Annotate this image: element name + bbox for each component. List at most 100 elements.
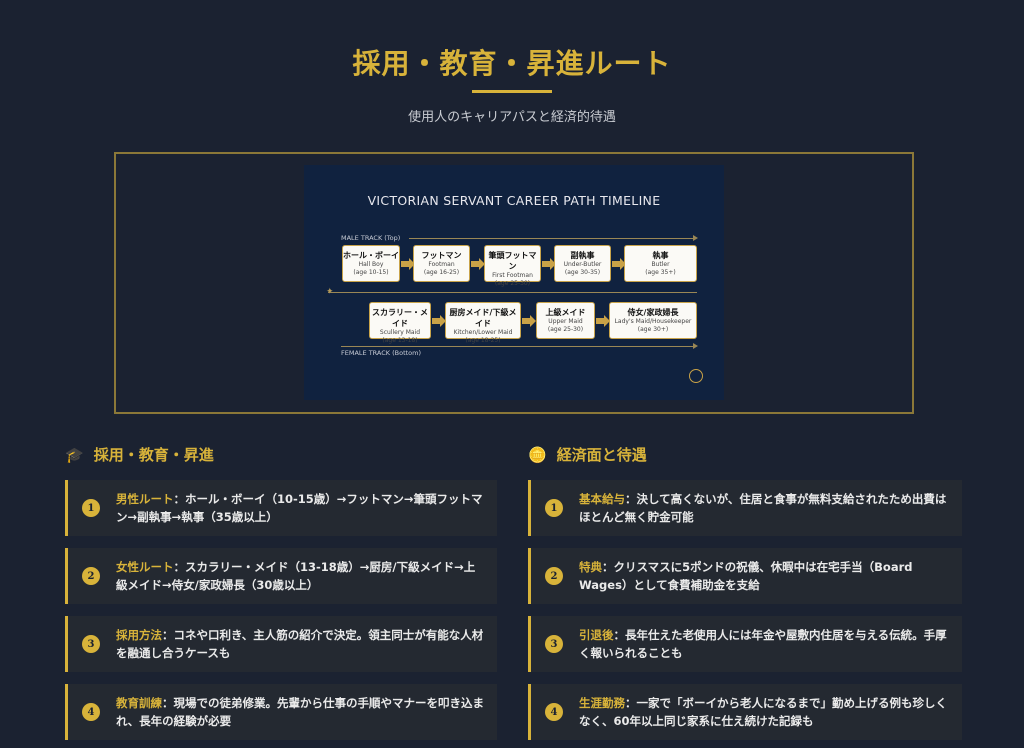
step-age: (age 25-30)	[494, 280, 531, 287]
card-text: 引退後：長年仕えた老使用人には年金や屋敷内住居を与える伝統。手厚く報いられること…	[579, 626, 962, 662]
card-key: 男性ルート	[116, 492, 174, 506]
number-badge: 3	[545, 635, 563, 653]
number-badge: 4	[82, 703, 100, 721]
step-jp: 上級メイド	[545, 308, 586, 317]
card-key: 採用方法	[116, 628, 162, 642]
info-card: 4 生涯勤務：一家で「ボーイから老人になるまで」勤め上げる例も珍しくなく、60年以…	[528, 684, 962, 740]
step-age: (age 25-30)	[547, 326, 584, 333]
arrow-right-icon	[542, 258, 556, 270]
card-desc: ：現場での徒弟修業。先輩から仕事の手順やマナーを叩き込まれ、長年の経験が必要	[116, 696, 484, 728]
number-badge: 2	[545, 567, 563, 585]
card-desc: ：コネや口利き、主人筋の紹介で決定。領主同士が有能な人材を融通し合うケースも	[116, 628, 484, 660]
graduation-cap-icon: 🎓	[65, 445, 84, 464]
number-badge: 2	[82, 567, 100, 585]
card-desc: ：一家で「ボーイから老人になるまで」勤め上げる例も珍しくなく、60年以上同じ家系…	[579, 696, 947, 728]
card-text: 男性ルート：ホール・ボーイ（10-15歳）→フットマン→筆頭フットマン→副執事→…	[116, 490, 497, 526]
title-underline	[472, 90, 552, 93]
right-section-heading: 🪙 経済面と待遇	[528, 444, 647, 465]
card-key: 女性ルート	[116, 560, 174, 574]
track-divider	[328, 292, 697, 293]
card-text: 基本給与：決して高くないが、住居と食事が無料支給されたため出費はほとんど無く貯金…	[579, 490, 962, 526]
step-age: (age 13-18)	[382, 337, 418, 344]
step-age: (age 35+)	[645, 269, 676, 276]
male-track-label: MALE TRACK (Top)	[341, 234, 401, 242]
female-track-label: FEMALE TRACK (Bottom)	[341, 349, 422, 357]
card-text: 女性ルート：スカラリー・メイド（13-18歳）→厨房/下級メイド→上級メイド→侍…	[116, 558, 497, 594]
coins-icon: 🪙	[528, 445, 547, 464]
image-frame	[114, 152, 914, 414]
card-key: 教育訓練	[116, 696, 162, 710]
card-text: 生涯勤務：一家で「ボーイから老人になるまで」勤め上げる例も珍しくなく、60年以上…	[579, 694, 962, 730]
number-badge: 4	[545, 703, 563, 721]
number-badge: 1	[545, 499, 563, 517]
page-title: 採用・教育・昇進ルート	[352, 47, 672, 80]
arrow-right-icon	[596, 315, 610, 327]
step-jp: 執事	[652, 251, 669, 260]
step-age: (age 18-25)	[465, 337, 501, 344]
step-en: Scullery Maid	[379, 329, 421, 336]
step-age: (age 30-35)	[564, 269, 601, 276]
step-en: Upper Maid	[548, 318, 583, 325]
step-jp: フットマン	[421, 251, 462, 260]
card-text: 特典：クリスマスに5ポンドの祝儀、休暇中は在宅手当（Board Wages）とし…	[579, 558, 962, 594]
step-en: First Footman	[492, 272, 533, 279]
card-text: 教育訓練：現場での徒弟修業。先輩から仕事の手順やマナーを叩き込まれ、長年の経験が…	[116, 694, 497, 730]
info-card: 4 教育訓練：現場での徒弟修業。先輩から仕事の手順やマナーを叩き込まれ、長年の経験…	[65, 684, 497, 740]
step-jp: 副執事	[570, 251, 595, 260]
number-badge: 1	[82, 499, 100, 517]
step-age: (age 30+)	[637, 326, 669, 333]
page-subtitle: 使用人のキャリアパスと経済的待遇	[408, 110, 616, 125]
card-key: 生涯勤務	[579, 696, 625, 710]
card-desc: ：クリスマスに5ポンドの祝儀、休暇中は在宅手当（Board Wages）として食…	[579, 560, 913, 592]
card-key: 引退後	[579, 628, 614, 642]
clock-key-icon	[689, 369, 703, 383]
info-card: 1 基本給与：決して高くないが、住居と食事が無料支給されたため出費はほとんど無く貯…	[528, 480, 962, 536]
arrow-right-icon	[471, 258, 485, 270]
step-en: Kitchen/Lower Maid	[453, 329, 513, 336]
step-en: Hall Boy	[358, 261, 384, 268]
step-age: (age 10-15)	[353, 269, 389, 276]
career-timeline-image: VICTORIAN SERVANT CAREER PATH TIMELINE M…	[304, 165, 724, 400]
arrow-right-icon	[401, 258, 415, 270]
step-jp: 筆頭フットマン	[488, 251, 537, 271]
compass-icon: ✦	[326, 287, 334, 297]
step-en: Under-Butler	[563, 261, 602, 268]
card-desc: ：決して高くないが、住居と食事が無料支給されたため出費はほとんど無く貯金可能	[579, 492, 947, 524]
info-card: 3 採用方法：コネや口利き、主人筋の紹介で決定。領主同士が有能な人材を融通し合うケ…	[65, 616, 497, 672]
right-heading-text: 経済面と待遇	[556, 446, 647, 464]
card-desc: ：長年仕えた老使用人には年金や屋敷内住居を与える伝統。手厚く報いられることも	[579, 628, 947, 660]
info-card: 1 男性ルート：ホール・ボーイ（10-15歳）→フットマン→筆頭フットマン→副執事…	[65, 480, 497, 536]
card-desc: ：スカラリー・メイド（13-18歳）→厨房/下級メイド→上級メイド→侍女/家政婦…	[116, 560, 476, 592]
info-card: 2 特典：クリスマスに5ポンドの祝儀、休暇中は在宅手当（Board Wages）と…	[528, 548, 962, 604]
step-jp: スカラリー・メイド	[372, 308, 428, 328]
info-card: 2 女性ルート：スカラリー・メイド（13-18歳）→厨房/下級メイド→上級メイド→…	[65, 548, 497, 604]
arrow-right-icon	[612, 258, 626, 270]
step-jp: 厨房メイド/下級メイド	[449, 308, 517, 328]
number-badge: 3	[82, 635, 100, 653]
left-section-heading: 🎓 採用・教育・昇進	[65, 444, 214, 465]
card-text: 採用方法：コネや口利き、主人筋の紹介で決定。領主同士が有能な人材を融通し合うケー…	[116, 626, 497, 662]
card-key: 基本給与	[579, 492, 625, 506]
step-jp: 侍女/家政婦長	[627, 308, 679, 317]
card-key: 特典	[579, 560, 602, 574]
arrow-right-icon	[432, 315, 446, 327]
step-en: Footman	[428, 261, 455, 268]
step-jp: ホール・ボーイ	[343, 251, 399, 260]
step-en: Lady's Maid/Housekeeper	[614, 318, 692, 325]
card-desc: ：ホール・ボーイ（10-15歳）→フットマン→筆頭フットマン→副執事→執事（35…	[116, 492, 483, 524]
info-card: 3 引退後：長年仕えた老使用人には年金や屋敷内住居を与える伝統。手厚く報いられるこ…	[528, 616, 962, 672]
arrow-right-icon	[522, 315, 536, 327]
timeline-title: VICTORIAN SERVANT CAREER PATH TIMELINE	[367, 193, 661, 208]
step-en: Butler	[651, 261, 670, 268]
male-track-arrow	[409, 235, 698, 241]
left-heading-text: 採用・教育・昇進	[93, 446, 214, 464]
